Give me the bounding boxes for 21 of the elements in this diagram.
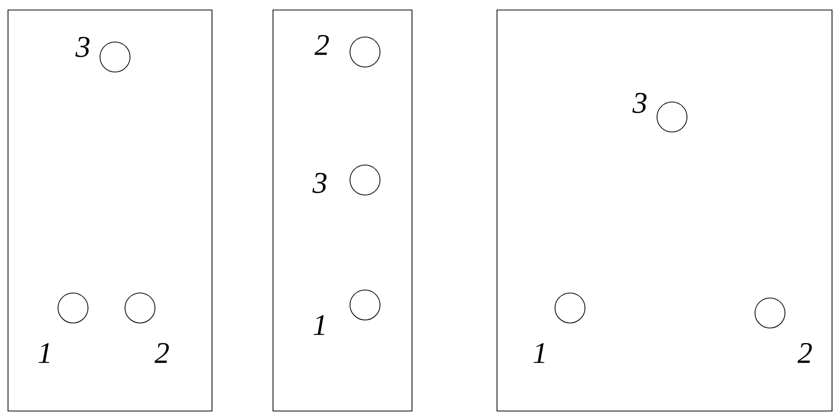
number-label: 2	[314, 35, 329, 55]
circle-marker	[754, 298, 786, 328]
number-label: 2	[154, 343, 169, 363]
number-label: 1	[314, 315, 324, 335]
circle-marker	[350, 36, 380, 68]
circle-marker	[656, 102, 688, 132]
panel-frame	[272, 10, 412, 412]
circle-marker	[100, 42, 130, 72]
circle-marker	[58, 292, 88, 324]
number-label: 1	[534, 343, 544, 363]
circle-marker	[350, 290, 380, 320]
number-label: 3	[312, 172, 326, 194]
circle-marker	[554, 292, 586, 324]
panel-frame	[8, 10, 212, 412]
circle-marker	[350, 164, 380, 196]
number-label: 2	[798, 343, 812, 363]
number-label: 1	[38, 343, 50, 363]
panel-frame	[496, 10, 832, 412]
number-label: 3	[75, 36, 90, 58]
circle-marker	[124, 292, 156, 324]
number-label: 3	[632, 92, 646, 114]
